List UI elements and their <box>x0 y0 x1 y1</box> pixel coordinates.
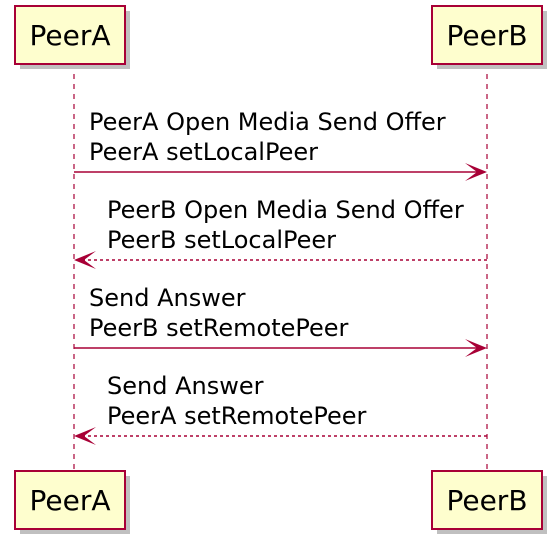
message-label-line: PeerB setLocalPeer <box>107 226 336 254</box>
participant-label: PeerB <box>446 484 527 517</box>
message-arrowhead <box>465 163 487 181</box>
message-arrowhead <box>465 339 487 357</box>
message-label-line: PeerB Open Media Send Offer <box>107 196 464 224</box>
message-label-line: PeerA setLocalPeer <box>89 138 318 166</box>
participant-label: PeerB <box>446 19 527 52</box>
participant-peera-bottom: PeerA <box>14 470 130 534</box>
lifelines <box>73 64 488 471</box>
message-label-line: PeerA Open Media Send Offer <box>89 108 446 136</box>
participant-label: PeerA <box>29 19 110 52</box>
participant-box <box>14 470 126 530</box>
participant-peera-top: PeerA <box>14 5 130 69</box>
participant-box <box>14 5 126 65</box>
message-label-line: Send Answer <box>107 372 264 400</box>
participant-peerb-bottom: PeerB <box>431 470 547 534</box>
message-arrowhead <box>74 251 96 269</box>
participants-top: PeerA PeerB <box>14 5 547 69</box>
participants-bottom: PeerA PeerB <box>14 470 547 534</box>
message-label-line: Send Answer <box>89 284 246 312</box>
participant-box <box>431 470 543 530</box>
message-label-line: PeerB setRemotePeer <box>89 314 349 342</box>
participant-box <box>431 5 543 65</box>
message-label-line: PeerA setRemotePeer <box>107 402 366 430</box>
participant-label: PeerA <box>29 484 110 517</box>
participant-peerb-top: PeerB <box>431 5 547 69</box>
message-arrowhead <box>74 427 96 445</box>
